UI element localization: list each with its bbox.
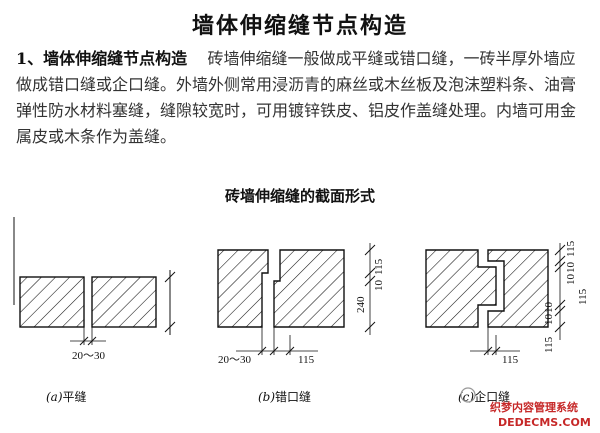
- wall-block-left: [425, 249, 497, 328]
- dim-gap-b: 20～30: [218, 354, 251, 366]
- dim-c-2: 10: [565, 262, 577, 274]
- watermark-line1: 织梦内容管理系统: [490, 400, 578, 414]
- caption-b: (b)错口缝: [258, 389, 311, 404]
- section-heading: 1、墙体伸缩缝节点构造: [16, 49, 188, 68]
- dim-step-b: 10: [373, 280, 385, 292]
- dim-gap-a: 20～30: [72, 350, 105, 362]
- dim-c-7: 115: [543, 336, 555, 353]
- watermark: 织梦内容管理系统 DEDECMS.COM: [460, 387, 591, 429]
- page-title: 墙体伸缩缝节点构造: [191, 13, 408, 39]
- figure-a-flat-joint: 20～30 (a)平缝: [13, 217, 176, 404]
- dim-c-6: 10: [543, 314, 555, 326]
- watermark-line2: DEDECMS.COM: [498, 416, 591, 429]
- expansion-joint-diagram: 20～30 (a)平缝 115 10 240 20～30 115 (b)错口缝: [13, 217, 591, 429]
- dim-top-b: 115: [373, 258, 385, 275]
- section-paragraph: 1、墙体伸缩缝节点构造 砖墙伸缩缝一般做成平缝或错口缝，一砖半厚外墙应做成错口缝…: [16, 46, 586, 150]
- dim-c-4: 115: [577, 288, 589, 305]
- figure-c-tongue-groove-joint: 115 10 10 115 10 10 115 115 (c)企口缝: [425, 240, 589, 404]
- dim-c-1: 115: [565, 240, 577, 257]
- section-body: 砖墙伸缩缝一般做成平缝或错口缝，一砖半厚外墙应做成错口缝或企口缝。外墙外侧常用浸…: [16, 49, 577, 146]
- wall-block-right: [91, 276, 157, 328]
- watermark-logo-icon: [460, 387, 476, 403]
- dim-total-b: 240: [355, 296, 367, 313]
- figure-b-staggered-joint: 115 10 240 20～30 115 (b)错口缝: [217, 243, 385, 404]
- wall-block-left: [217, 249, 269, 328]
- caption-c: (c)企口缝: [458, 389, 510, 404]
- dim-offset-b: 115: [298, 354, 315, 366]
- dim-offset-c: 115: [502, 354, 519, 366]
- dim-c-3: 10: [565, 274, 577, 286]
- wall-block-left: [19, 276, 85, 328]
- wall-block-right: [273, 249, 345, 328]
- caption-a: (a)平缝: [46, 389, 87, 404]
- wall-block-right: [487, 249, 549, 328]
- dim-c-5: 10: [543, 302, 555, 314]
- diagram-title: 砖墙伸缩缝的截面形式: [224, 187, 375, 205]
